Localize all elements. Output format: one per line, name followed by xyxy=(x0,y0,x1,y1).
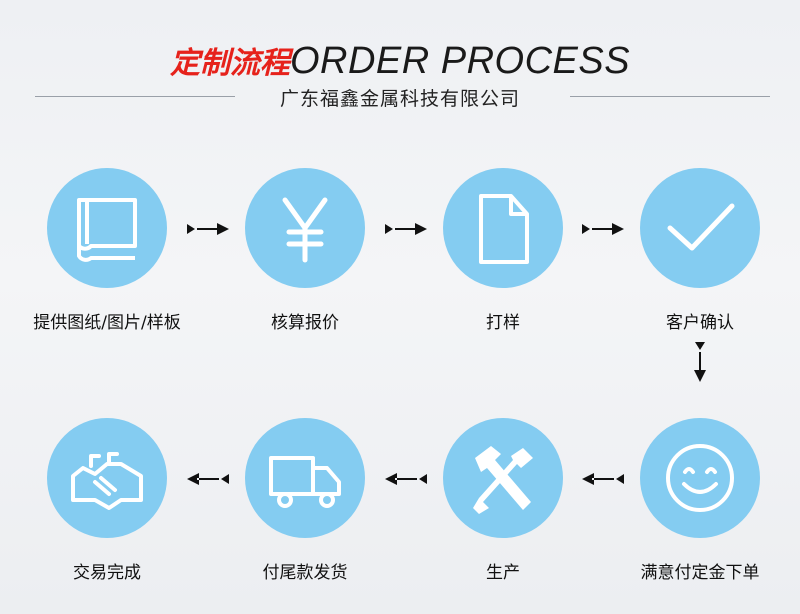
step-5-circle xyxy=(640,418,760,538)
arrow-right-icon xyxy=(580,222,626,236)
yen-icon xyxy=(282,197,328,263)
step-8-label: 交易完成 xyxy=(73,563,141,583)
step-4-label: 客户确认 xyxy=(666,313,734,333)
handshake-icon xyxy=(71,452,143,510)
step-3-circle xyxy=(443,168,563,288)
title-chinese: 定制流程 xyxy=(169,46,290,81)
divider-left xyxy=(35,96,235,97)
truck-icon xyxy=(269,456,341,508)
document-icon xyxy=(479,194,529,264)
step-1-label: 提供图纸/图片/样板 xyxy=(33,313,181,333)
step-3-label: 打样 xyxy=(486,313,520,333)
step-1-circle xyxy=(47,168,167,288)
title-english: ORDER PROCESS xyxy=(289,40,631,82)
company-name: 广东福鑫金属科技有限公司 xyxy=(279,88,520,110)
arrow-left-icon xyxy=(383,472,429,486)
step-8-circle xyxy=(47,418,167,538)
arrow-right-icon xyxy=(383,222,429,236)
checkmark-icon xyxy=(667,203,735,251)
blueprint-icon xyxy=(77,198,137,262)
divider-right xyxy=(570,96,770,97)
step-2-label: 核算报价 xyxy=(271,313,339,333)
step-5-label: 满意付定金下单 xyxy=(640,563,760,583)
arrow-left-icon xyxy=(185,472,231,486)
arrow-down-icon xyxy=(693,340,707,384)
step-7-label: 付尾款发货 xyxy=(262,563,348,583)
smiley-icon xyxy=(666,444,734,512)
step-4-circle xyxy=(640,168,760,288)
step-6-label: 生产 xyxy=(486,563,520,583)
arrow-right-icon xyxy=(185,222,231,236)
step-2-circle xyxy=(245,168,365,288)
step-7-circle xyxy=(245,418,365,538)
step-6-circle xyxy=(443,418,563,538)
page-title: 定制流程ORDER PROCESS xyxy=(0,38,800,83)
arrow-left-icon xyxy=(580,472,626,486)
hammer-screwdriver-icon xyxy=(473,446,533,514)
